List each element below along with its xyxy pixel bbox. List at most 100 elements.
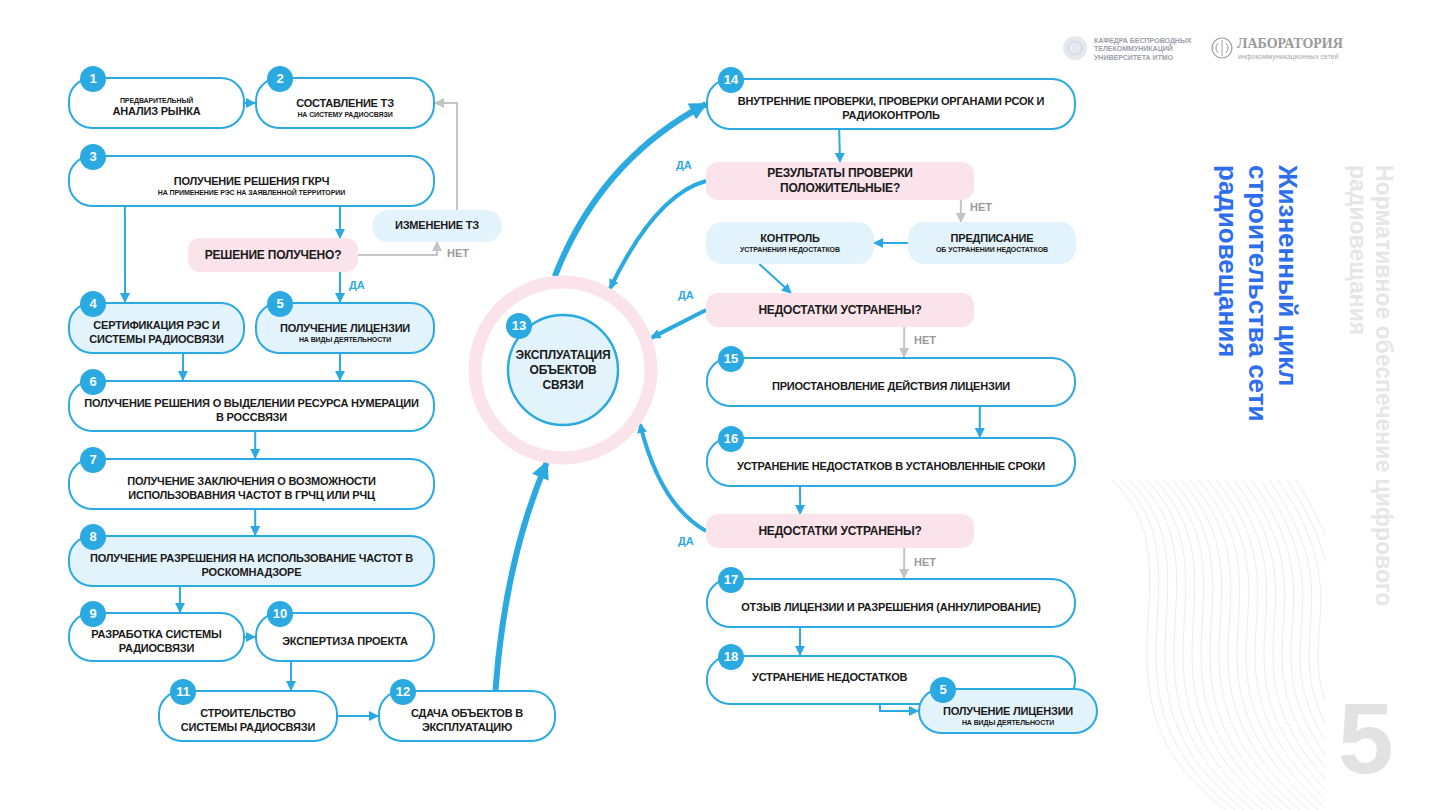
step-number: 15 — [718, 346, 744, 372]
box-text: РЕШЕНИЕ ПОЛУЧЕНО? — [205, 248, 342, 263]
step-number: 11 — [170, 679, 196, 705]
logo-circle — [1063, 36, 1087, 60]
step-number: 12 — [390, 679, 416, 705]
decision-box: РЕШЕНИЕ ПОЛУЧЕНО? — [188, 238, 358, 272]
process-box: 15ПРИОСТАНОВЛЕНИЕ ДЕЙСТВИЯ ЛИЦЕНЗИИ — [706, 357, 1076, 407]
highlight-box: 4СЕРТИФИКАЦИЯ РЭС И СИСТЕМЫ РАДИОСВЯЗИ — [68, 302, 245, 354]
logo-text: КАФЕДРА БЕСПРОВОДНЫХ ТЕЛЕКОММУНИКАЦИЙ УН… — [1094, 37, 1206, 62]
step-number: 17 — [718, 567, 744, 593]
connector-arrow — [651, 310, 706, 338]
box-text: ПОЛУЧЕНИЕ РЕШЕНИЯ ГКРЧ — [174, 175, 330, 189]
process-box: 12СДАЧА ОБЪЕКТОВ В ЭКСПЛУАТАЦИЮ — [378, 690, 556, 742]
box-text: УСТРАНЕНИЕ НЕДОСТАТКОВ — [752, 671, 907, 685]
connector-arrow — [339, 354, 341, 380]
logo-text: инфокоммуникационных сетей — [1238, 53, 1408, 60]
decision-box: НЕДОСТАТКИ УСТРАНЕНЫ? — [706, 293, 974, 327]
box-text: УСТРАНЕНИЕ НЕДОСТАТКОВ В УСТАНОВЛЕННЫЕ С… — [737, 460, 1045, 474]
box-text: НЕДОСТАТКИ УСТРАНЕНЫ? — [758, 524, 921, 539]
decision-box: РЕЗУЛЬТАТЫ ПРОВЕРКИ ПОЛОЖИТЕЛЬНЫЕ? — [706, 162, 974, 200]
logo-circle — [1068, 41, 1082, 55]
process-box: 16УСТРАНЕНИЕ НЕДОСТАТКОВ В УСТАНОВЛЕННЫЕ… — [706, 437, 1076, 487]
box-text: СДАЧА ОБЪЕКТОВ В ЭКСПЛУАТАЦИЮ — [392, 707, 542, 735]
sub-text: НА ПРИМЕНЕНИЕ РЭС НА ЗАЯВЛЕННОЙ ТЕРРИТОР… — [158, 189, 345, 197]
connector-arrow — [874, 242, 908, 244]
connector-arrow — [799, 487, 801, 514]
box-text: ПОЛУЧЕНИЕ РЕШЕНИЯ О ВЫДЕЛЕНИИ РЕСУРСА НУ… — [82, 397, 421, 425]
note-box: ИЗМЕНЕНИЕ ТЗ — [372, 210, 502, 242]
sub-text: НА СИСТЕМУ РАДИОСВЯЗИ — [297, 111, 392, 119]
box-text: НЕДОСТАТКИ УСТРАНЕНЫ? — [758, 303, 921, 318]
step-number: 3 — [80, 144, 106, 170]
step-number: 8 — [80, 524, 106, 550]
step-number: 6 — [80, 369, 106, 395]
wave-line — [1217, 480, 1325, 810]
step-number: 9 — [80, 601, 106, 627]
sub-text: ОБ УСТРАНЕНИИ НЕДОСТАТКОВ — [936, 246, 1048, 254]
connector-arrow — [245, 102, 255, 104]
connector-arrow — [179, 587, 181, 612]
connector-arrow — [182, 354, 184, 380]
connector-arrow — [254, 432, 256, 458]
process-box: 11СТРОИТЕЛЬСТВО СИСТЕМЫ РАДИОСВЯЗИ — [158, 690, 338, 742]
edge-label: НЕТ — [968, 200, 994, 214]
center-circle: 13ЭКСПЛУАТАЦИЯ ОБЪЕКТОВ СВЯЗИ — [468, 275, 658, 465]
process-box: 7ПОЛУЧЕНИЕ ЗАКЛЮЧЕНИЯ О ВОЗМОЖНОСТИ ИСПО… — [68, 458, 435, 510]
process-box: 6ПОЛУЧЕНИЕ РЕШЕНИЯ О ВЫДЕЛЕНИИ РЕСУРСА Н… — [68, 380, 435, 432]
wave-line — [1271, 480, 1325, 810]
box-text: ПОЛУЧЕНИЕ ЗАКЛЮЧЕНИЯ О ВОЗМОЖНОСТИ ИСПОЛ… — [82, 475, 421, 503]
connector-arrow — [245, 636, 255, 638]
highlight-box: 8ПОЛУЧЕНИЕ РАЗРЕШЕНИЯ НА ИСПОЛЬЗОВАНИЕ Ч… — [68, 535, 435, 587]
connector-arrow — [838, 130, 841, 162]
sub-text: НА ВИДЫ ДЕЯТЕЛЬНОСТИ — [962, 719, 1054, 727]
step-number: 1 — [80, 66, 106, 92]
logo-text: ЛАБОРАТОРИЯ — [1237, 37, 1407, 51]
box-text: ЭКСПЕРТИЗА ПРОЕКТА — [282, 635, 408, 649]
note-box: КОНТРОЛЬУСТРАНЕНИЯ НЕДОСТАТКОВ — [706, 222, 874, 264]
sub-text: УСТРАНЕНИЯ НЕДОСТАТКОВ — [740, 246, 840, 254]
box-text: АНАЛИЗ РЫНКА — [113, 105, 201, 119]
edge-label: ДА — [347, 278, 367, 292]
connector-arrow — [759, 264, 791, 293]
step-number: 14 — [718, 67, 744, 93]
process-box: 14ВНУТРЕННИЕ ПРОВЕРКИ, ПРОВЕРКИ ОРГАНАМИ… — [706, 78, 1076, 130]
connector-arrow — [496, 463, 547, 690]
box-text: ОТЗЫВ ЛИЦЕНЗИИ И РАЗРЕШЕНИЯ (АННУЛИРОВАН… — [741, 601, 1041, 615]
connector-arrow — [903, 548, 905, 578]
edge-label: НЕТ — [912, 333, 938, 347]
box-text: ПОЛУЧЕНИЕ ЛИЦЕНЗИИ — [943, 705, 1073, 719]
edge-label: ДА — [676, 534, 696, 548]
box-text: ПОЛУЧЕНИЕ ЛИЦЕНЗИИ — [280, 322, 410, 336]
wave-line — [1289, 480, 1325, 810]
wave-line — [1226, 480, 1325, 810]
process-box: 2СОСТАВЛЕНИЕ ТЗНА СИСТЕМУ РАДИОСВЯЗИ — [255, 77, 435, 129]
process-box: 1ПРЕДВАРИТЕЛЬНЫЙАНАЛИЗ РЫНКА — [68, 77, 245, 129]
connector-arrow — [290, 662, 292, 690]
process-box: 3ПОЛУЧЕНИЕ РЕШЕНИЯ ГКРЧНА ПРИМЕНЕНИЕ РЭС… — [68, 155, 435, 207]
box-text: ИЗМЕНЕНИЕ ТЗ — [395, 219, 479, 233]
note-box: ПРЕДПИСАНИЕОБ УСТРАНЕНИИ НЕДОСТАТКОВ — [908, 222, 1076, 264]
wave-line — [1262, 480, 1325, 810]
step-number: 10 — [267, 601, 293, 627]
wave-line — [1190, 480, 1325, 810]
logo-mark — [1216, 40, 1228, 56]
connector-arrow — [339, 272, 341, 302]
logo-circle — [1212, 38, 1232, 58]
edge-label: НЕТ — [912, 555, 938, 569]
box-text: СЕРТИФИКАЦИЯ РЭС И СИСТЕМЫ РАДИОСВЯЗИ — [82, 319, 231, 347]
highlight-box: 5ПОЛУЧЕНИЕ ЛИЦЕНЗИИНА ВИДЫ ДЕЯТЕЛЬНОСТИ — [918, 688, 1098, 734]
connector-arrow — [358, 242, 437, 255]
box-text: СОСТАВЛЕНИЕ ТЗ — [296, 97, 394, 111]
connector-arrow — [640, 424, 706, 531]
box-text: ВНУТРЕННИЕ ПРОВЕРКИ, ПРОВЕРКИ ОРГАНАМИ Р… — [720, 95, 1062, 123]
connector-arrow — [960, 200, 962, 222]
box-text: ПОЛУЧЕНИЕ РАЗРЕШЕНИЯ НА ИСПОЛЬЗОВАНИЕ ЧА… — [82, 552, 421, 580]
step-number: 13 — [506, 313, 532, 339]
sub-text: ПРЕДВАРИТЕЛЬНЫЙ — [120, 97, 193, 105]
wave-line — [1280, 480, 1325, 810]
connector-arrow — [339, 207, 341, 238]
connector-arrow — [610, 181, 706, 289]
connector-arrow — [124, 207, 126, 302]
connector-arrow — [435, 103, 457, 210]
highlight-box: 5ПОЛУЧЕНИЕ ЛИЦЕНЗИИНА ВИДЫ ДЕЯТЕЛЬНОСТИ — [255, 302, 435, 354]
step-number: 5 — [267, 291, 293, 317]
